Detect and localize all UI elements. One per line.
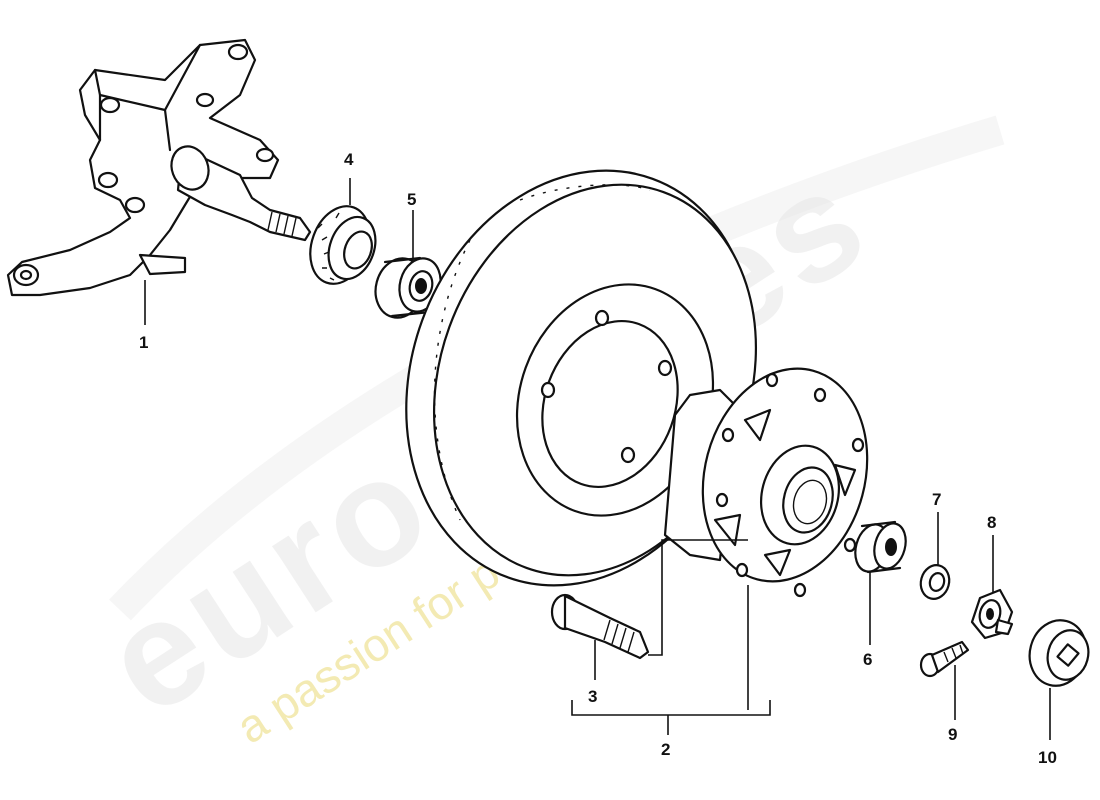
callout-3: 3: [588, 687, 597, 706]
wheel-stud: [550, 593, 650, 660]
steering-knuckle: [6, 38, 312, 297]
seal: [309, 205, 377, 285]
callout-9: 9: [948, 725, 957, 744]
callout-5: 5: [407, 190, 416, 209]
callout-6: 6: [863, 650, 872, 669]
outer-bearing: [854, 520, 907, 574]
clamping-screw: [919, 640, 970, 678]
leader-lines: [144, 178, 1051, 740]
callout-8: 8: [987, 513, 996, 532]
callout-7: 7: [932, 490, 941, 509]
grease-cap: [1028, 619, 1090, 687]
wheel-hub: [663, 367, 869, 598]
callout-labels: 1 2 3 4 5 6 7 8 9 10: [139, 150, 1057, 767]
callout-4: 4: [344, 150, 354, 169]
thrust-washer: [919, 564, 951, 600]
callout-10: 10: [1038, 748, 1057, 767]
clamping-nut: [970, 588, 1014, 640]
callout-1: 1: [139, 333, 148, 352]
callout-2: 2: [661, 740, 670, 759]
